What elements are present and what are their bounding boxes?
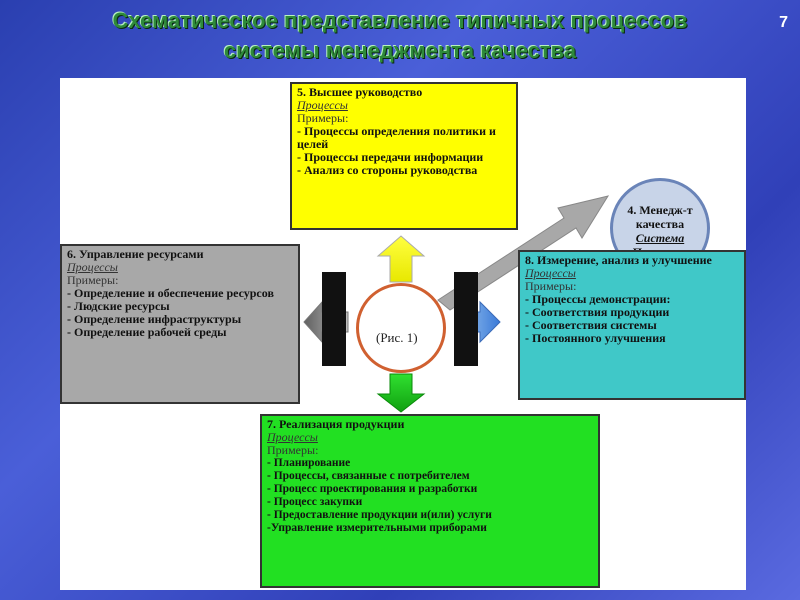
circle4-line2: качества	[635, 217, 685, 231]
right-bar	[454, 272, 478, 366]
circle4-line1: 4. Менедж-т	[627, 203, 693, 217]
box7-heading: 7. Реализация продукции	[267, 417, 405, 431]
box7-item: - Процесс закупки	[267, 496, 363, 508]
box-top-management: 5. Высшее руководство Процессы Примеры: …	[290, 82, 518, 230]
box8-examples: Примеры:	[525, 279, 577, 293]
box-measurement-analysis: 8. Измерение, анализ и улучшение Процесс…	[518, 250, 746, 400]
box7-item: - Предоставление продукции и(или) услуги	[267, 509, 492, 521]
arrow-up-yellow	[376, 235, 426, 283]
slide-number: 7	[779, 14, 788, 31]
box-resource-management: 6. Управление ресурсами Процессы Примеры…	[60, 244, 300, 404]
box7-item: -Управление измерительными приборами	[267, 522, 487, 534]
box7-item: - Планирование	[267, 457, 351, 469]
box6-heading: 6. Управление ресурсами	[67, 247, 204, 261]
box6-processes: Процессы	[67, 260, 118, 274]
box-product-realization: 7. Реализация продукции Процессы Примеры…	[260, 414, 600, 588]
slide-title: Схематическое представление типичных про…	[30, 6, 770, 66]
box7-processes: Процессы	[267, 430, 318, 444]
box7-item: - Процессы, связанные с потребителем	[267, 470, 470, 482]
box8-processes: Процессы	[525, 266, 576, 280]
box5-heading: 5. Высшее руководство	[297, 85, 423, 99]
box8-heading: 8. Измерение, анализ и улучшение Процесс…	[525, 254, 739, 280]
box8-item: - Процессы демонстрации:	[525, 292, 671, 306]
box7-item: - Процесс проектирования и разработки	[267, 483, 478, 495]
box6-item: - Людские ресурсы	[67, 299, 170, 313]
box5-item: - Процессы определения политики и целей	[297, 124, 496, 151]
box8-item: - Постоянного улучшения	[525, 331, 666, 345]
diagram-canvas: (Рис. 1) 5. Высшее руководство Процессы …	[60, 78, 746, 590]
box6-item: - Определение инфраструктуры	[67, 312, 242, 326]
box8-item: - Соответствия системы	[525, 318, 657, 332]
title-line-2: системы менеджмента качества	[223, 38, 577, 63]
arrow-down-green	[376, 373, 426, 413]
circle4-system: Система	[635, 231, 685, 245]
box5-examples: Примеры:	[297, 111, 349, 125]
box6-item: - Определение рабочей среды	[67, 325, 227, 339]
box6-item: - Определение и обеспечение ресурсов	[67, 286, 274, 300]
box8-item: - Соответствия продукции	[525, 305, 670, 319]
box5-item: - Анализ со стороны руководства	[297, 163, 478, 177]
box5-item: - Процессы передачи информации	[297, 150, 484, 164]
box5-processes: Процессы	[297, 98, 348, 112]
center-circle	[356, 283, 446, 373]
box6-examples: Примеры:	[67, 273, 119, 287]
left-bar	[322, 272, 346, 366]
box7-examples: Примеры:	[267, 443, 319, 457]
title-line-1: Схематическое представление типичных про…	[112, 8, 688, 33]
figure-label: (Рис. 1)	[376, 330, 418, 345]
box8-heading-text: 8. Измерение, анализ и улучшение	[525, 253, 712, 267]
